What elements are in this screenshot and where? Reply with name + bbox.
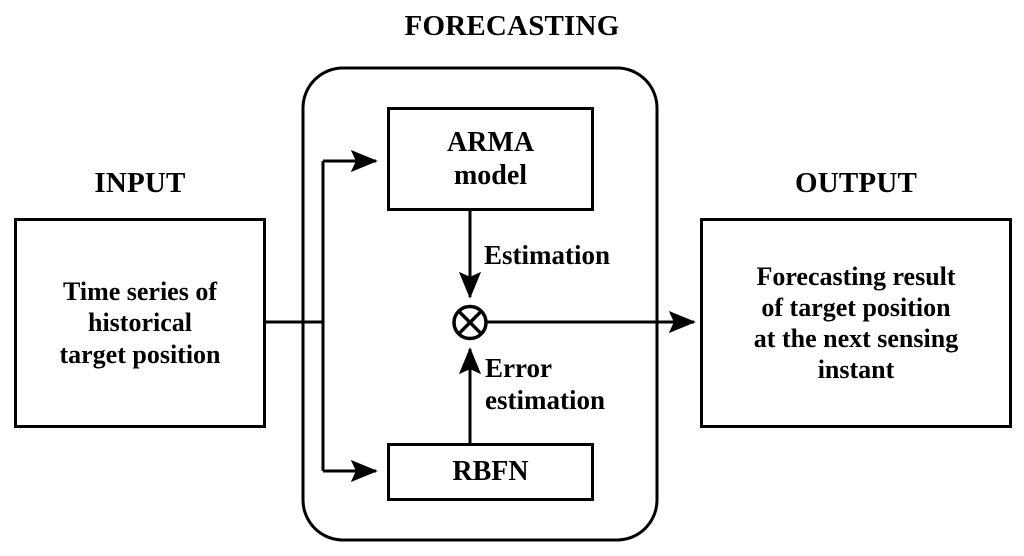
input-box: Time series of historical target positio… bbox=[14, 218, 266, 428]
input-section-title: INPUT bbox=[94, 167, 186, 199]
arma-model-block: ARMA model bbox=[387, 107, 594, 211]
estimation-wire-label: Estimation bbox=[484, 240, 611, 270]
input-box-text: Time series of historical target positio… bbox=[59, 277, 221, 369]
rbfn-block: RBFN bbox=[387, 443, 594, 501]
error-estimation-wire-label: Error estimation bbox=[485, 353, 605, 415]
output-box: Forecasting result of target position at… bbox=[700, 218, 1012, 428]
output-section-title: OUTPUT bbox=[794, 167, 918, 199]
arma-model-label: ARMA model bbox=[446, 126, 535, 191]
multiply-node-icon bbox=[452, 304, 488, 341]
output-box-text: Forecasting result of target position at… bbox=[753, 261, 959, 385]
rbfn-label: RBFN bbox=[452, 456, 529, 488]
forecasting-section-title: FORECASTING bbox=[404, 10, 620, 42]
